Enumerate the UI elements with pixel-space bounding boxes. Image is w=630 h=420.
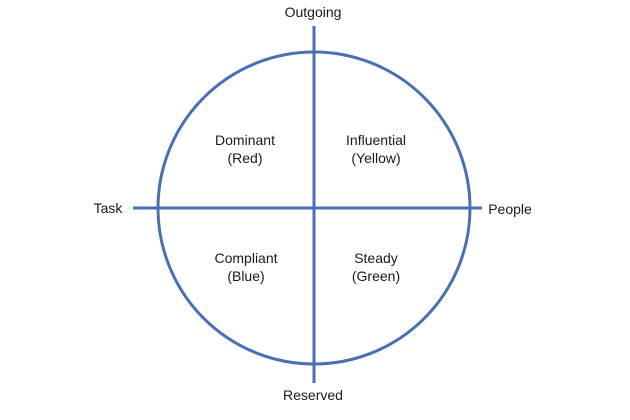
quadrant-compliant: Compliant (Blue) — [214, 249, 277, 285]
quadrant-influential: Influential (Yellow) — [346, 131, 406, 167]
quadrant-steady-name: Steady — [354, 250, 398, 266]
quadrant-influential-name: Influential — [346, 132, 406, 148]
quadrant-steady: Steady (Green) — [352, 249, 400, 285]
quadrant-dominant-color: (Red) — [227, 150, 263, 166]
axis-label-outgoing: Outgoing — [284, 4, 342, 20]
quadrant-compliant-color: (Blue) — [227, 268, 265, 284]
quadrant-dominant: Dominant (Red) — [215, 131, 275, 167]
axis-label-reserved: Reserved — [283, 387, 343, 403]
quadrant-influential-color: (Yellow) — [351, 150, 401, 166]
quadrant-compliant-name: Compliant — [214, 250, 278, 266]
quadrant-steady-color: (Green) — [351, 268, 401, 284]
axis-label-task: Task — [93, 200, 123, 216]
axis-label-people: People — [488, 201, 532, 217]
quadrant-dominant-name: Dominant — [215, 132, 275, 148]
